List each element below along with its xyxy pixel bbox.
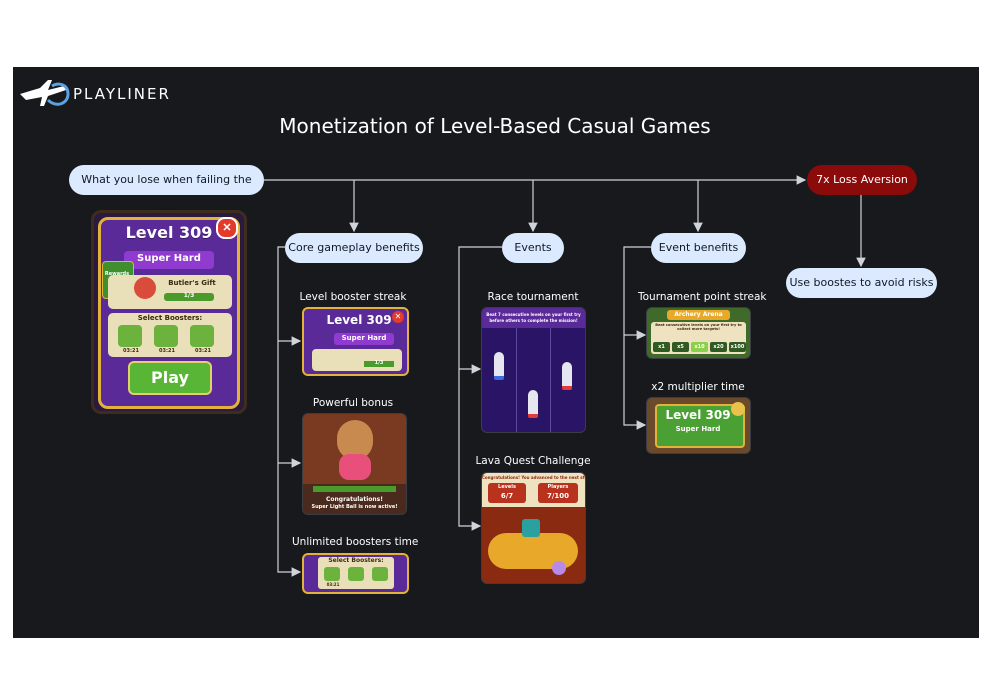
- archery-mult-4: x20: [713, 344, 724, 350]
- archery-mult-1: x1: [658, 344, 665, 350]
- main-level-title: Level 309: [125, 223, 213, 242]
- label-unlimited-boosters: Unlimited boosters time: [292, 536, 419, 548]
- brand-name: PLAYLINER: [73, 85, 171, 103]
- card-powerful-bonus: Congratulations! Super Light Ball is now…: [302, 413, 407, 515]
- card-lava-quest: Congratulations! You advanced to the nex…: [481, 472, 586, 584]
- main-gift-label: Butler's Gift: [168, 279, 216, 287]
- node-core-gameplay: Core gameplay benefits: [285, 233, 423, 263]
- lava-players-label: Players: [547, 484, 569, 490]
- play-button[interactable]: Play: [128, 361, 212, 395]
- race-text: Beat 7 consecutive levels on your first …: [486, 312, 581, 323]
- main-rewards-label: Rewards: [104, 271, 130, 277]
- card-race-tournament: Beat 7 consecutive levels on your first …: [481, 307, 586, 433]
- booster-slot-2[interactable]: [154, 325, 178, 347]
- label-powerful-bonus: Powerful bonus: [312, 397, 394, 409]
- booster-slot-3[interactable]: [190, 325, 214, 347]
- diagram-title: Monetization of Level-Based Casual Games: [279, 114, 711, 138]
- archery-mult-2: x5: [677, 344, 684, 350]
- unlimited-timer: 03:21: [326, 582, 340, 587]
- close-icon: ✕: [392, 311, 404, 323]
- main-difficulty: Super Hard: [137, 253, 201, 264]
- card-unlimited-boosters: Select Boosters: 03:21: [302, 553, 409, 594]
- lava-players-value: 7/100: [546, 492, 570, 500]
- x2-level: Level 309: [665, 408, 731, 422]
- lava-levels-label: Levels: [498, 484, 516, 490]
- card-level-booster-streak: Level 309 ✕ Super Hard 1/3: [302, 307, 409, 376]
- streak-progress: 1/3: [374, 360, 384, 366]
- node-loss-aversion: 7x Loss Aversion: [807, 165, 917, 195]
- label-level-booster-streak: Level booster streak: [299, 291, 407, 303]
- lava-banner: Congratulations! You advanced to the nex…: [482, 475, 586, 480]
- main-select-boosters: Select Boosters:: [137, 314, 203, 322]
- label-race-tournament: Race tournament: [487, 291, 579, 303]
- booster-slot-1[interactable]: [118, 325, 142, 347]
- archery-mult-5: x100: [730, 344, 745, 350]
- main-progress: 1/3: [183, 292, 195, 299]
- close-icon[interactable]: ✕: [216, 217, 238, 239]
- booster-timer-3: 03:21: [195, 348, 211, 354]
- card-x2-multiplier: Level 309 Super Hard: [646, 397, 751, 454]
- playliner-logo-icon: [20, 80, 70, 106]
- archery-text: Beat consecutive levels on your first tr…: [655, 323, 742, 331]
- streak-difficulty: Super Hard: [341, 334, 387, 342]
- card-archery-arena: Archery Arena Beat consecutive levels on…: [646, 307, 751, 359]
- bonus-congrats: Congratulations!: [326, 496, 383, 503]
- archery-mult-3: x10: [694, 344, 705, 350]
- label-lava-quest: Lava Quest Challenge: [475, 455, 591, 467]
- node-event-benefits: Event benefits: [651, 233, 746, 263]
- lava-levels-value: 6/7: [500, 492, 514, 500]
- label-tournament-streak: Tournament point streak: [638, 291, 767, 303]
- node-use-boosters: Use boostes to avoid risks: [786, 268, 937, 298]
- label-x2-multiplier: x2 multiplier time: [651, 381, 745, 393]
- play-button-label: Play: [151, 368, 189, 387]
- node-what-you-lose: What you lose when failing the level: [69, 165, 264, 216]
- main-level-card: Level 309 ✕ Super Hard Rewards x10 Butle…: [91, 210, 247, 414]
- unlimited-select: Select Boosters:: [328, 557, 384, 564]
- booster-timer-1: 03:21: [123, 348, 139, 354]
- bonus-sub: Super Light Ball is now active!: [311, 504, 398, 510]
- node-events: Events: [502, 233, 564, 263]
- booster-timer-2: 03:21: [159, 348, 175, 354]
- x2-difficulty: Super Hard: [675, 425, 721, 433]
- archery-title: Archery Arena: [674, 311, 723, 318]
- streak-level: Level 309: [326, 313, 392, 327]
